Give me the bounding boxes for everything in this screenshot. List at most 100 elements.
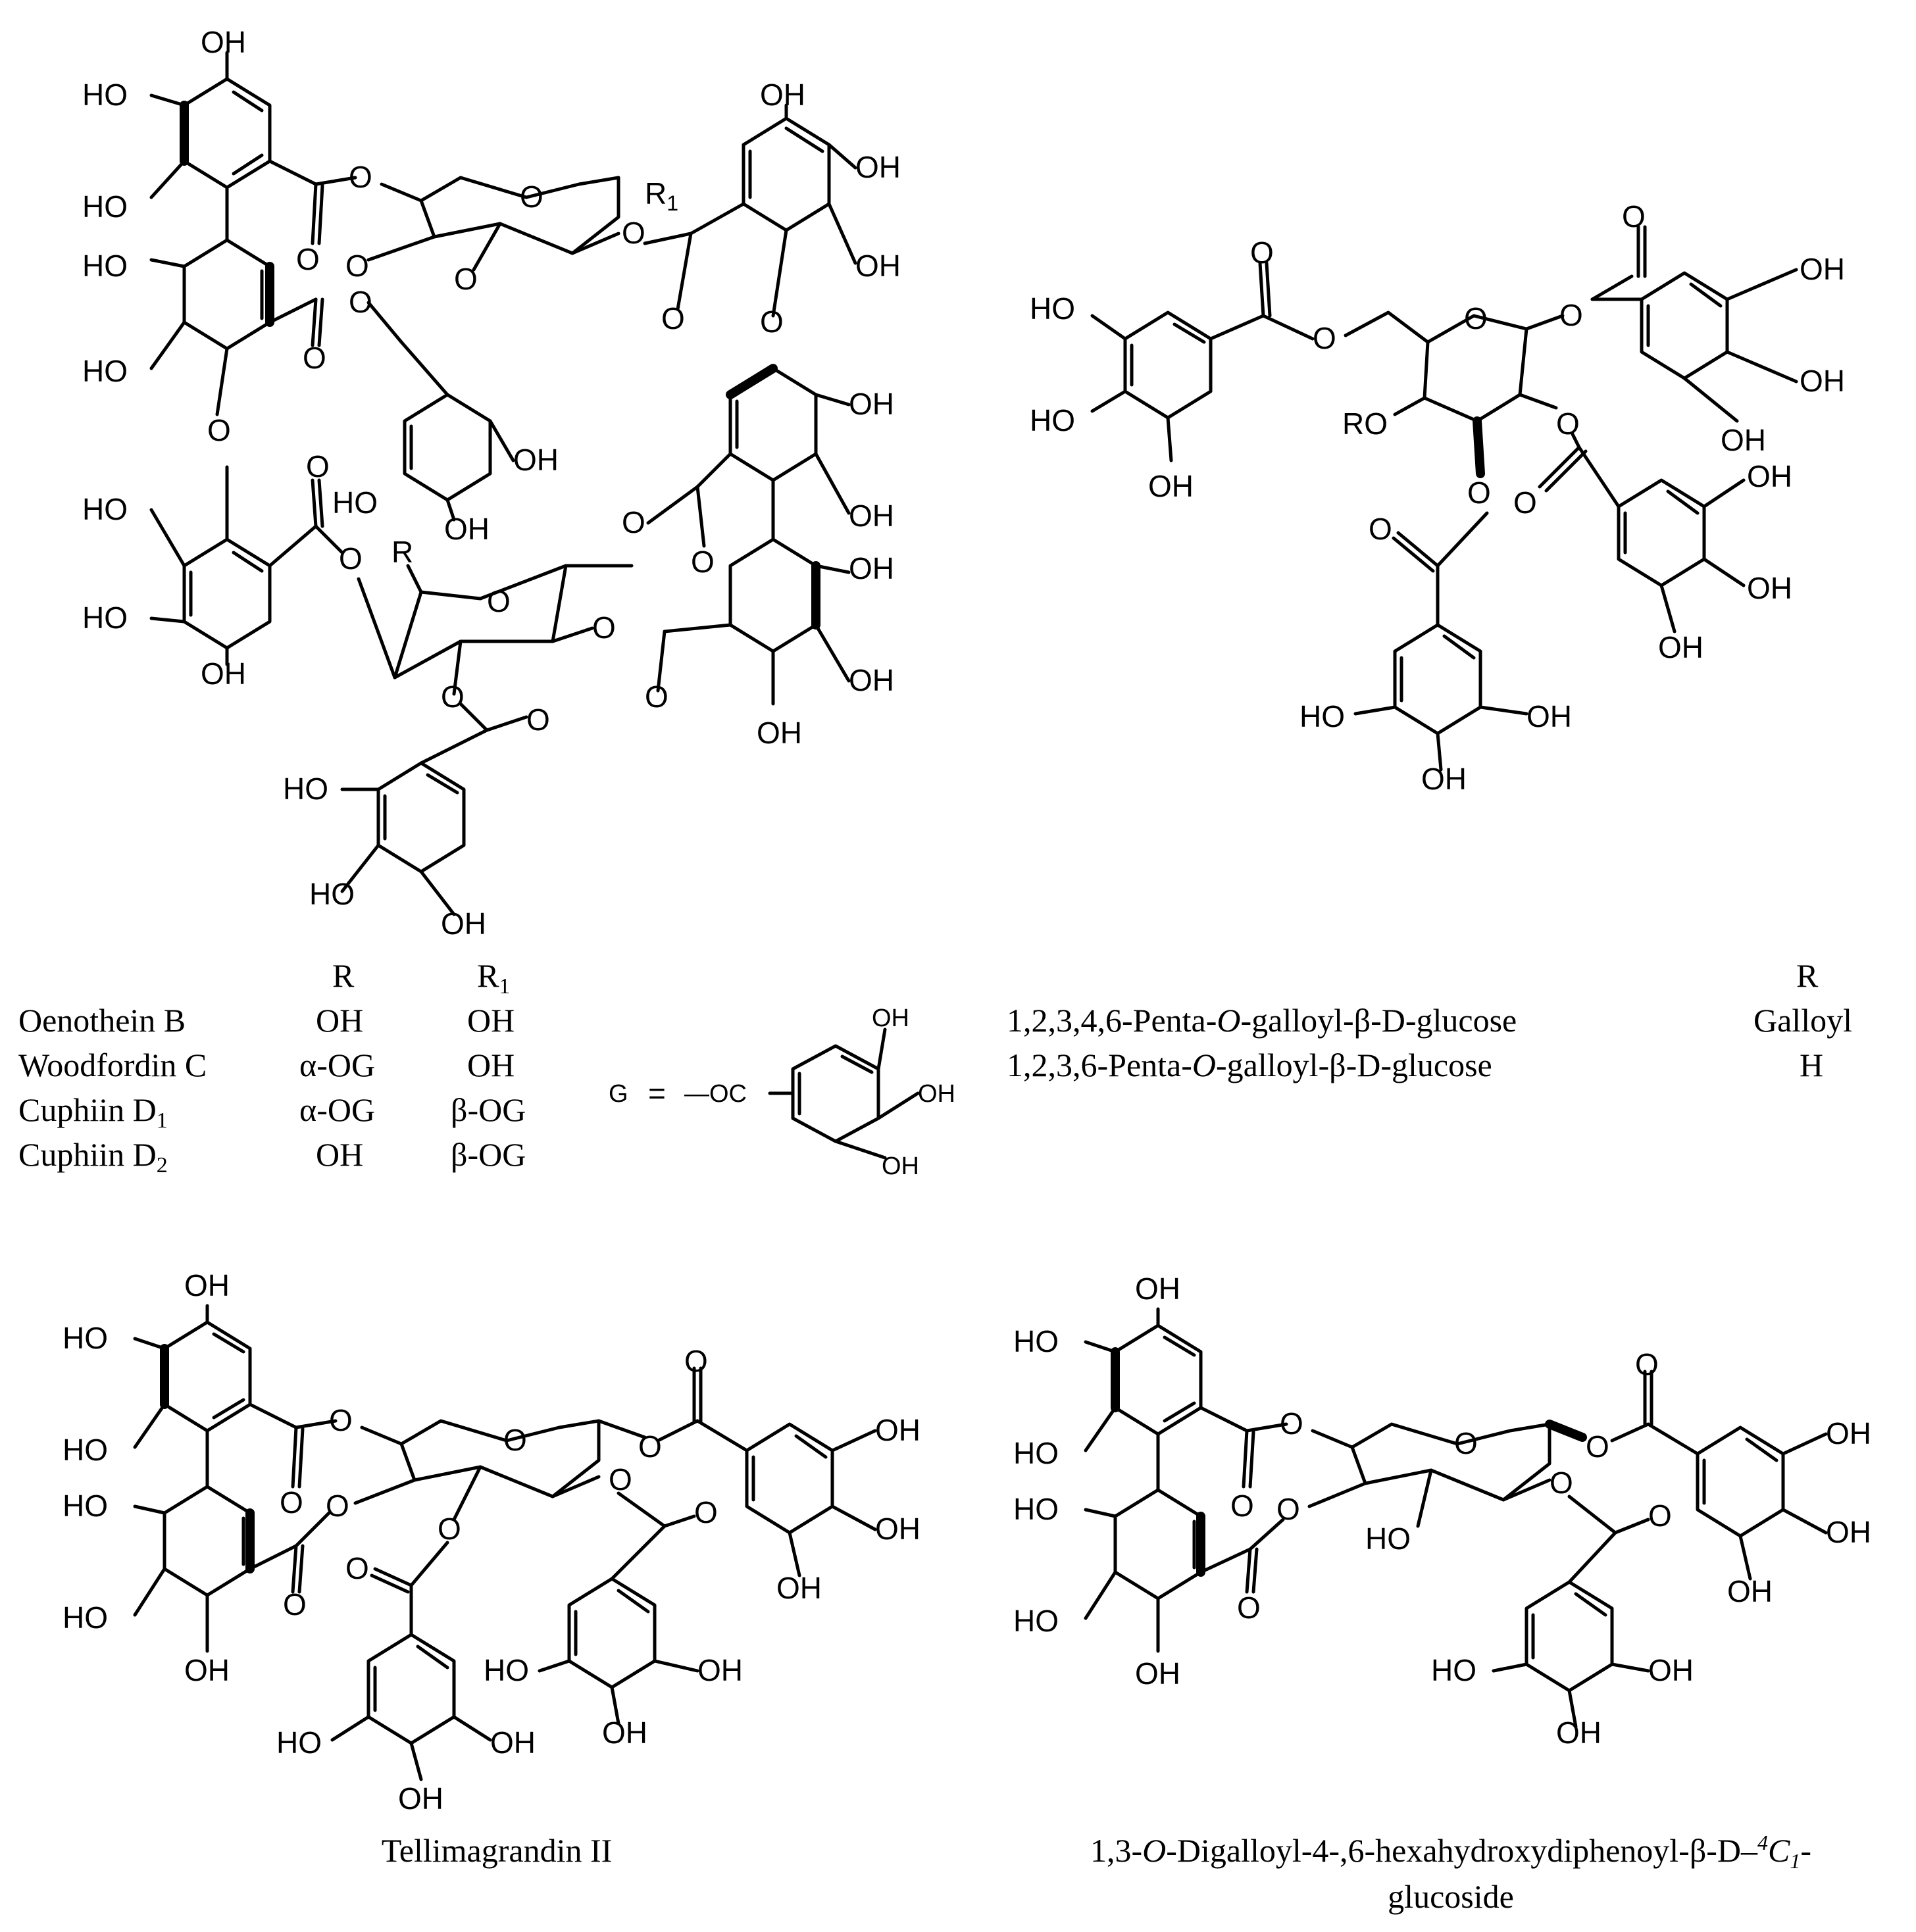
atom-oh: OH	[1747, 459, 1792, 493]
atom-o: O	[329, 1403, 353, 1437]
atom-o: O	[638, 1429, 662, 1464]
caption-line-1: 1,3-O-Digalloyl-4-,6-hexahydroxydiphenoy…	[1090, 1831, 1811, 1873]
atom-o: O	[1230, 1489, 1254, 1523]
atom-o: O	[454, 262, 478, 296]
atom-o: O	[345, 1551, 369, 1585]
atom-oh: OH	[882, 1152, 919, 1180]
caption-line-2: glucoside	[1388, 1878, 1514, 1915]
atom-o: O	[349, 285, 372, 319]
substituent-r: R	[391, 535, 413, 569]
atom-oh: OH	[760, 78, 805, 112]
atom-oh: OH	[849, 387, 894, 421]
atom-oh: OH	[398, 1781, 443, 1816]
atom-oh: OH	[1526, 699, 1572, 733]
atom-oh: OH	[513, 443, 559, 477]
atom-oh: OH	[444, 512, 490, 546]
atom-ho: HO	[82, 189, 128, 224]
pentagalloyl-substituent-table: R 1,2,3,4,6-Penta-O-galloyl-β-D-glucose …	[1007, 957, 1852, 1083]
atom-oh: OH	[184, 1653, 230, 1687]
atom-ho: HO	[283, 772, 328, 806]
atom-o: O	[1280, 1406, 1303, 1441]
g-symbol: G	[609, 1080, 628, 1108]
caption-tellimagrandin-ii: Tellimagrandin II	[382, 1832, 613, 1869]
atom-ho: HO	[82, 601, 128, 635]
atom-o: O	[1237, 1591, 1261, 1625]
atom-ho: HO	[309, 877, 355, 911]
atom-oh: OH	[1721, 423, 1766, 457]
atom-ho: HO	[82, 492, 128, 526]
atom-ho: HO	[1013, 1324, 1059, 1358]
atom-oh: OH	[872, 1004, 909, 1032]
atom-o: O	[303, 341, 326, 375]
atom-ho: HO	[1299, 699, 1345, 733]
atom-o: O	[684, 1344, 708, 1378]
atom-o: O	[622, 216, 645, 250]
atom-o: O	[645, 680, 668, 714]
svg-text:R1: R1	[645, 176, 678, 215]
row-r-value: OH	[316, 1136, 363, 1173]
atom-o: O	[609, 1462, 632, 1497]
row-r-value: α-OG	[299, 1091, 375, 1128]
table-header-r: R	[1796, 957, 1819, 994]
atom-oh: OH	[875, 1512, 920, 1546]
atom-oh: OH	[849, 499, 894, 533]
atom-ho: HO	[63, 1489, 108, 1523]
atom-oh: OH	[849, 663, 894, 697]
atom-ho: HO	[1013, 1492, 1059, 1526]
atom-oh: OH	[201, 656, 246, 691]
compound-name-row: Oenothein B	[18, 1002, 186, 1039]
atom-o: O	[1250, 235, 1274, 270]
atom-o: O	[1513, 485, 1537, 520]
atom-oh: OH	[1747, 571, 1792, 605]
atom-oh: OH	[918, 1080, 955, 1108]
atom-oh: OH	[201, 25, 246, 59]
atom-o: O	[1622, 199, 1646, 234]
atom-oh: OH	[1135, 1656, 1180, 1691]
atom-oh: OH	[1556, 1716, 1601, 1750]
atom-o: O	[280, 1485, 303, 1520]
table-header-r: R	[332, 957, 355, 994]
row-r-value: α-OG	[299, 1047, 375, 1083]
atom-o: O	[349, 160, 372, 194]
atom-o: O	[1550, 1466, 1573, 1500]
row-r-value: H	[1800, 1047, 1823, 1083]
row-r1-value: OH	[467, 1002, 515, 1039]
atom-oh: OH	[697, 1653, 743, 1687]
compound-name-row: Cuphiin D2	[18, 1136, 168, 1177]
atom-oh: OH	[184, 1268, 230, 1302]
atom-oh: OH	[1826, 1515, 1871, 1549]
atom-oh: OH	[1421, 762, 1467, 796]
atom-ho: HO	[82, 78, 128, 112]
oenothein-b-structure: OH HO HO HO HO O O O O O O O O O O O R1 …	[82, 25, 901, 941]
atom-ho: HO	[484, 1653, 529, 1687]
atom-ho: HO	[82, 249, 128, 283]
atom-ho: HO	[63, 1321, 108, 1355]
atom-o: O	[622, 505, 645, 539]
atom-o: O	[1454, 1426, 1478, 1460]
atom-oh: OH	[1135, 1272, 1180, 1306]
atom-o: O	[1467, 476, 1491, 510]
atom-ho: HO	[1431, 1653, 1476, 1687]
row-r-value: Galloyl	[1753, 1002, 1852, 1039]
atom-ho: HO	[1030, 403, 1075, 437]
atom-oh: OH	[855, 249, 901, 283]
pentagalloyl-glucose-structure: HO HO OH O O O O O OH OH OH RO O O O O O…	[1030, 199, 1845, 796]
atom-o: O	[207, 413, 231, 447]
atom-ro: RO	[1342, 407, 1388, 441]
atom-oh: OH	[1800, 364, 1845, 398]
atom-o: O	[1556, 407, 1580, 441]
atom-oh: OH	[1826, 1416, 1871, 1450]
atom-oh: OH	[1148, 469, 1194, 503]
atom-oh: OH	[1727, 1574, 1773, 1608]
atom-o: O	[326, 1489, 349, 1523]
atom-o: O	[661, 301, 685, 335]
substituent-r1: R1	[645, 176, 678, 215]
atom-o: O	[592, 610, 616, 645]
atom-o: O	[1648, 1499, 1672, 1533]
atom-ho: HO	[276, 1725, 322, 1760]
r1-subscript: 1	[667, 191, 678, 215]
atom-ho: HO	[82, 354, 128, 388]
atom-o: O	[760, 305, 784, 339]
atom-ho: HO	[1365, 1522, 1411, 1556]
